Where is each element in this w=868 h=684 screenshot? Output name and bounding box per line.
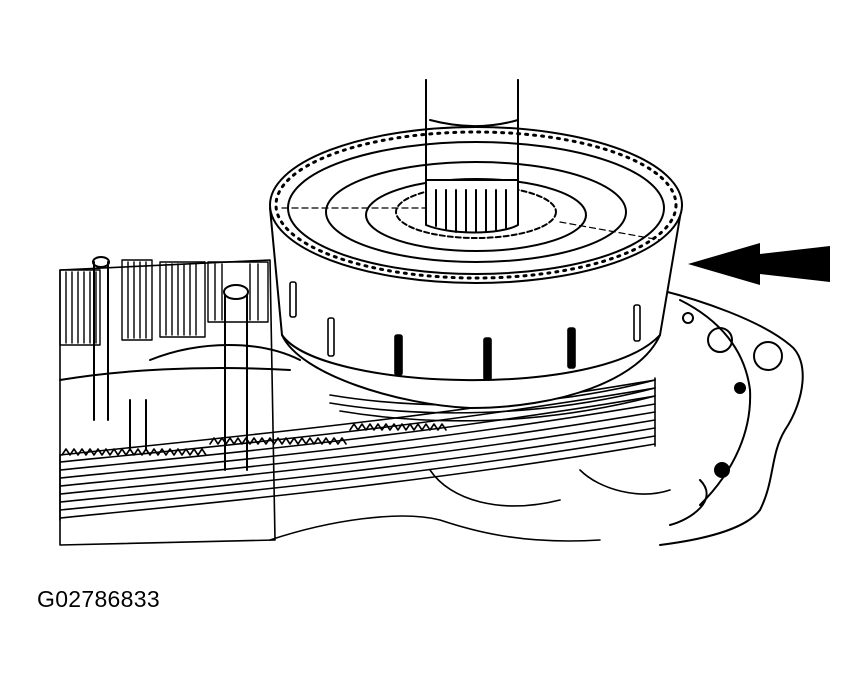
solid-left-pointing-arrow-icon [688,243,830,285]
clutch-plate-stack [59,377,656,521]
lower-housing [269,469,671,542]
technical-illustration [59,79,830,546]
transmission-case [659,289,804,546]
shaft-spline [425,79,519,234]
drum-slots [289,281,641,381]
clutch-drum [269,126,683,409]
figure-id-label: G02786833 [37,586,160,612]
housing-left [59,259,301,546]
plate-stack-rear [59,259,269,346]
